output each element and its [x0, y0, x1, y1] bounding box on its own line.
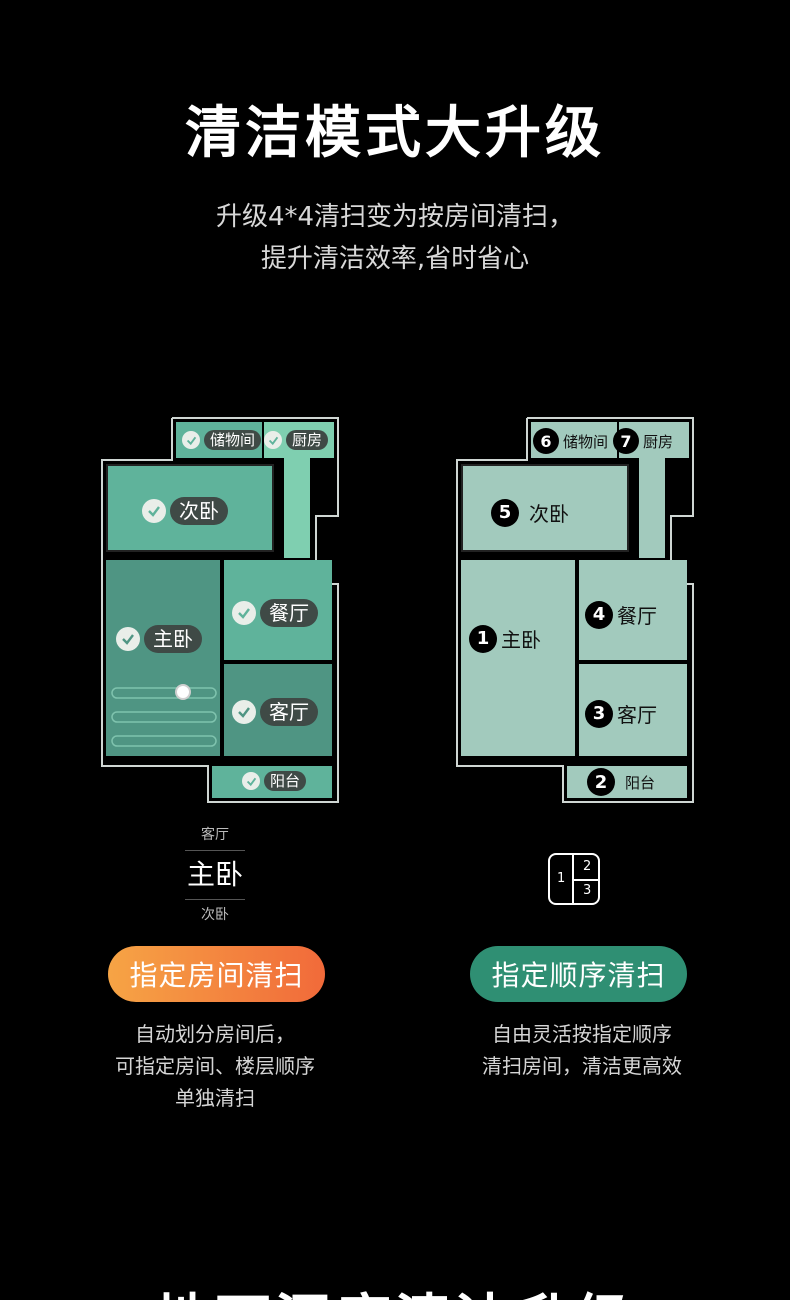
room-clean-description: 自动划分房间后， 可指定房间、楼层顺序 单独清扫: [115, 1022, 315, 1110]
check-icon: [142, 499, 166, 523]
order-icon-3: 3: [583, 883, 592, 898]
right-room-master-bedroom[interactable]: [461, 560, 575, 756]
left-label-balcony: 阳台: [242, 771, 307, 791]
right-plan-outline: [456, 417, 694, 803]
right-floor-plan: 6 储物间 7 厨房 5 次卧 1 主卧 4 餐厅 3 客厅 2 阳台: [455, 416, 695, 804]
picker-option-below[interactable]: 次卧: [201, 907, 229, 923]
left-label-second-bedroom: 次卧: [142, 497, 228, 525]
left-label-kitchen: 厨房: [264, 430, 329, 450]
right-label-master-bedroom: 1 主卧: [469, 624, 541, 653]
next-section-title: 地面深度清洁升级: [0, 1276, 790, 1300]
left-label-storage: 储物间: [182, 430, 262, 450]
page-subtitle: 升级4*4清扫变为按房间清扫， 提升清洁效率,省时省心: [0, 196, 790, 280]
robot-dot: [175, 684, 191, 700]
right-label-living: 3 客厅: [585, 699, 657, 728]
check-icon: [242, 772, 260, 790]
left-label-dining: 餐厅: [232, 599, 318, 627]
check-icon: [232, 700, 256, 724]
check-icon: [232, 601, 256, 625]
right-label-second-bedroom: 5 次卧: [491, 498, 569, 527]
left-label-living: 客厅: [232, 698, 318, 726]
left-label-master-bedroom: 主卧: [116, 625, 202, 653]
check-icon: [264, 431, 282, 449]
subtitle-line-2: 提升清洁效率,省时省心: [260, 244, 530, 274]
left-plan-outline: [101, 417, 339, 803]
right-label-storage: 6 储物间: [533, 428, 608, 454]
room-picker[interactable]: 客厅 主卧 次卧: [185, 824, 245, 926]
order-icon-1: 1: [557, 871, 566, 886]
check-icon: [182, 431, 200, 449]
room-clean-button[interactable]: 指定房间清扫: [108, 946, 325, 1002]
subtitle-line-1: 升级4*4清扫变为按房间清扫，: [215, 202, 575, 232]
order-clean-description: 自由灵活按指定顺序 清扫房间，清洁更高效: [482, 1022, 682, 1078]
picker-option-above[interactable]: 客厅: [201, 827, 229, 843]
right-room-kitchen-lower: [639, 458, 665, 558]
left-room-master-bedroom[interactable]: [106, 560, 220, 756]
picker-option-selected[interactable]: 主卧: [185, 850, 245, 900]
left-floor-plan: 储物间 厨房 次卧 主卧 餐厅 客厅 阳台: [100, 416, 340, 804]
right-label-dining: 4 餐厅: [585, 600, 657, 629]
order-clean-button[interactable]: 指定顺序清扫: [470, 946, 687, 1002]
check-icon: [116, 627, 140, 651]
cleaning-path: [111, 687, 217, 747]
left-room-kitchen-lower: [284, 458, 310, 558]
right-room-second-bedroom[interactable]: [461, 464, 629, 552]
page-title: 清洁模式大升级: [185, 101, 605, 166]
order-grid-icon: 1 2 3: [548, 853, 600, 905]
right-label-balcony: 2 阳台: [587, 768, 655, 796]
right-label-kitchen: 7 厨房: [613, 428, 673, 454]
order-icon-2: 2: [583, 859, 592, 874]
